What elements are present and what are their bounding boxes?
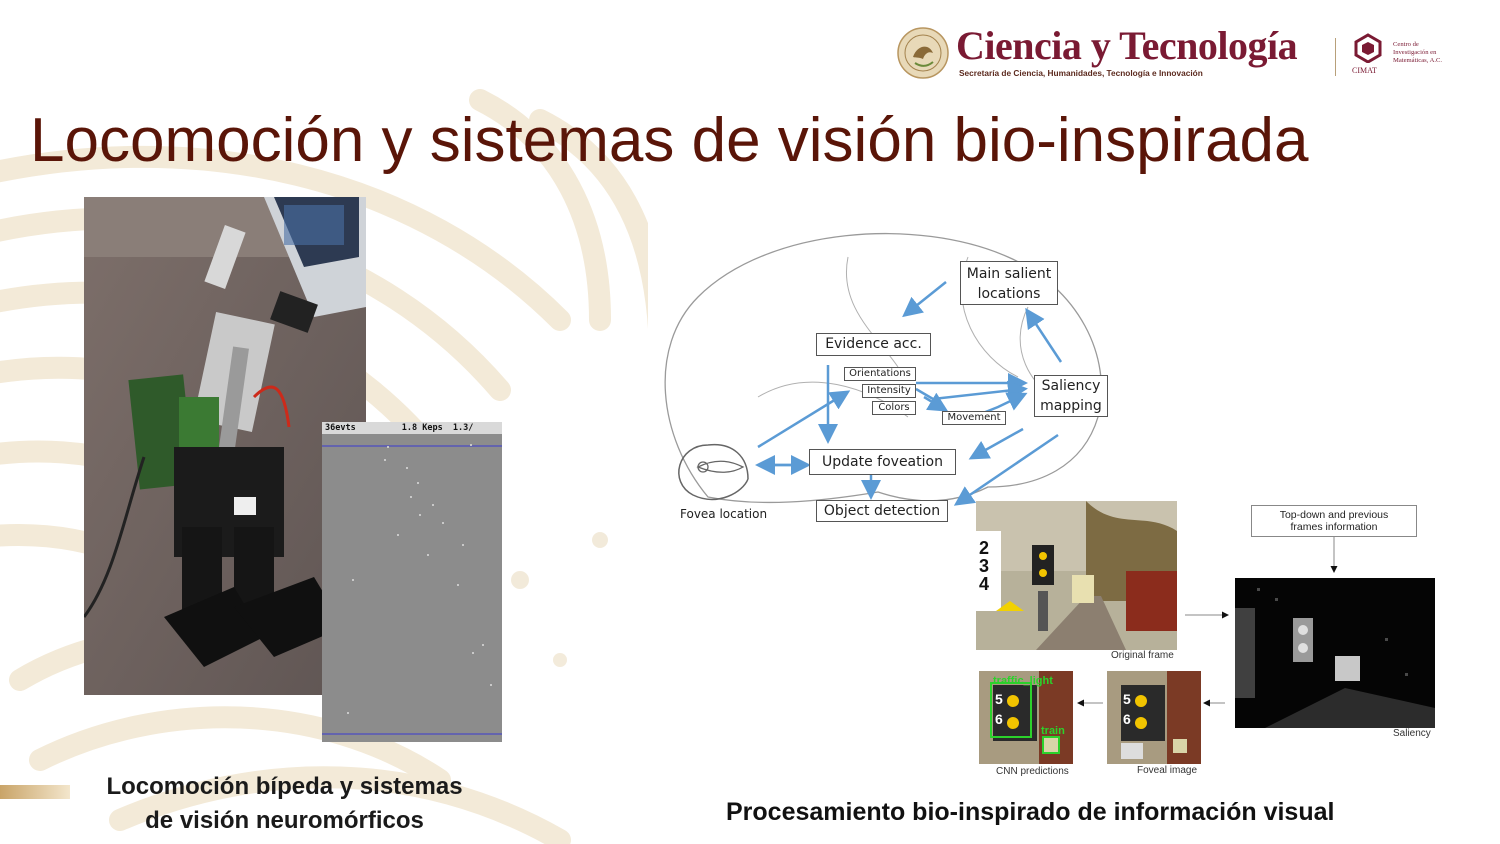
- box-text: frames information: [1290, 521, 1378, 533]
- box-text: locations: [977, 286, 1041, 302]
- brain-outline: [664, 232, 1103, 506]
- foveal-image-caption: Foveal image: [1137, 765, 1198, 776]
- box-text: mapping: [1040, 398, 1102, 414]
- evidence-acc-box: Evidence acc.: [816, 333, 931, 356]
- signal-number-board: 2 3 4: [979, 539, 989, 593]
- box-text: Saliency: [1041, 378, 1101, 394]
- biped-robot-photo: [84, 197, 366, 695]
- saliency-caption: Saliency: [1393, 728, 1431, 739]
- left-caption-line: Locomoción bípeda y sistemas: [106, 773, 463, 800]
- brand-subtitle: Secretaría de Ciencia, Humanidades, Tecn…: [959, 68, 1203, 78]
- brand-title: Ciencia y Tecnología: [956, 23, 1298, 68]
- foveal-image: 5 6: [1107, 671, 1201, 764]
- orientations-box: Orientations: [844, 367, 916, 381]
- update-foveation-box: Update foveation: [809, 449, 956, 475]
- saliency-mapping-box: Saliency mapping: [1034, 375, 1108, 417]
- caption-accent-bar: [0, 785, 70, 799]
- saliency-scene: [1235, 588, 1435, 728]
- right-caption: Procesamiento bio-inspirado de informaci…: [726, 798, 1335, 826]
- train-detection-label: train: [1041, 725, 1065, 737]
- cnn-predictions-image: 5 6 traffic_light train: [979, 671, 1073, 764]
- dvs-status-bar: 36evts 1.8 Keps 1.3/: [322, 422, 502, 434]
- foveal-scene: [1107, 671, 1201, 764]
- cimat-logo-icon: [1354, 33, 1382, 63]
- railway-scene: [976, 501, 1177, 650]
- dvs-events-plot: [322, 444, 502, 735]
- saliency-map-image: [1235, 578, 1435, 728]
- original-frame-caption: Original frame: [1111, 650, 1174, 661]
- board-digit: 2: [979, 538, 990, 558]
- left-caption-line: de visión neuromórficos: [145, 807, 424, 834]
- cnn-scene: [979, 671, 1073, 764]
- movement-box: Movement: [942, 411, 1006, 425]
- cimat-name: Centro de Investigación en Matemáticas, …: [1393, 41, 1463, 65]
- box-text: Top-down and previous: [1279, 509, 1389, 521]
- pipeline-arrows: [1077, 537, 1338, 707]
- left-caption: Locomoción bípeda y sistemas de visión n…: [62, 770, 507, 838]
- foveal-board-digits: 5 6: [1123, 689, 1131, 729]
- original-frame-image: 2 3 4: [976, 501, 1177, 650]
- board-digit: 3: [979, 556, 990, 576]
- colors-box: Colors: [872, 401, 916, 415]
- cimat-label: CIMAT: [1352, 66, 1377, 75]
- main-salient-locations-box: Main salient locations: [960, 261, 1058, 305]
- intensity-box: Intensity: [862, 384, 916, 398]
- board-digit: 4: [979, 574, 990, 594]
- cimat-name-line: Matemáticas, A.C.: [1393, 57, 1443, 64]
- cimat-name-line: Centro de: [1393, 41, 1419, 48]
- object-detection-box: Object detection: [816, 500, 948, 522]
- dvs-event-view: 36evts 1.8 Keps 1.3/: [322, 422, 502, 742]
- box-text: Main salient: [966, 266, 1052, 282]
- cnn-predictions-caption: CNN predictions: [996, 766, 1069, 777]
- logo-divider: [1335, 38, 1336, 76]
- brain-saliency-diagram: Main salient locations Evidence acc. Ori…: [648, 217, 1118, 532]
- board-digit: 5: [995, 691, 1003, 707]
- fovea-location-label: Fovea location: [680, 507, 768, 521]
- slide-title: Locomoción y sistemas de visión bio-insp…: [30, 106, 1309, 175]
- top-down-info-box: Top-down and previous frames information: [1251, 505, 1417, 537]
- board-digit: 6: [995, 711, 1003, 727]
- board-digit: 5: [1123, 691, 1131, 707]
- cnn-board-digits: 5 6: [995, 689, 1003, 729]
- cimat-name-line: Investigación en: [1393, 49, 1437, 56]
- board-digit: 6: [1123, 711, 1131, 727]
- mexico-seal-icon: [897, 27, 949, 79]
- traffic-light-detection-label: traffic_light: [993, 675, 1053, 687]
